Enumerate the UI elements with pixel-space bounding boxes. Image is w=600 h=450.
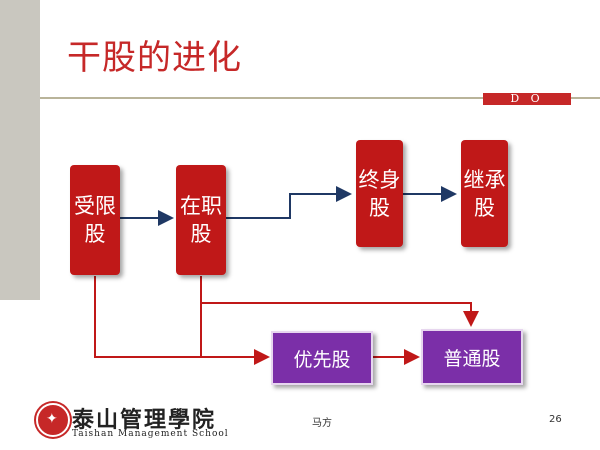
author-name: 马方: [312, 418, 332, 429]
section-tag: D O: [483, 93, 571, 105]
node-inherited-share: 继承股: [461, 140, 508, 247]
school-name-cn: 泰山管理學院: [72, 407, 217, 433]
left-decorative-strip: [0, 0, 40, 300]
school-logo: ✦: [36, 403, 70, 437]
edge-in-office-to-common: [201, 302, 479, 327]
slide-title: 干股的进化: [67, 38, 242, 78]
node-common-share: 普通股: [421, 329, 523, 385]
school-name-en: Taishan Management School: [72, 429, 229, 439]
page-number: 26: [549, 414, 562, 425]
node-in-office-share: 在职股: [176, 165, 226, 275]
node-preferred-share: 优先股: [271, 331, 373, 385]
title-divider: [40, 97, 600, 99]
node-restricted-share: 受限股: [70, 165, 120, 275]
logo-emblem-icon: ✦: [46, 411, 58, 427]
node-lifetime-share: 终身股: [356, 140, 403, 247]
edge-in-office-to-lifetime: [226, 186, 352, 219]
edge-restricted-to-preferred: [94, 276, 270, 365]
